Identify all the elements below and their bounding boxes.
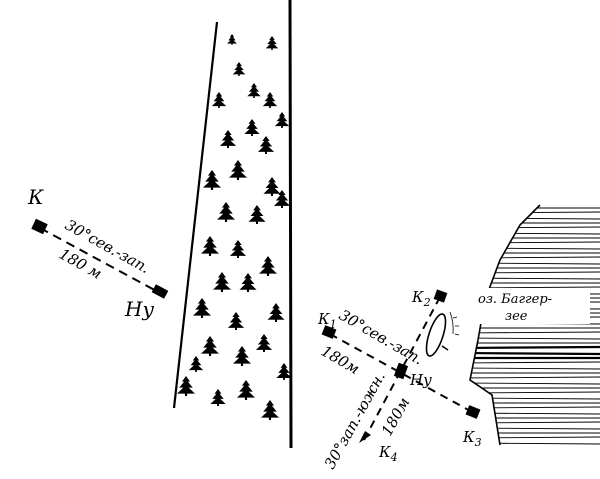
tree-icon <box>267 303 285 322</box>
tree-icon <box>201 236 219 256</box>
tree-icon <box>233 346 251 366</box>
k3-marker-icon <box>465 405 481 419</box>
tree-icon <box>255 334 273 352</box>
k3-label: К3 <box>462 428 482 449</box>
tree-icon <box>213 272 231 292</box>
tree-icon <box>244 119 260 136</box>
forest-strip <box>172 0 293 449</box>
tree-icon <box>232 62 246 76</box>
k4-label: К4 <box>378 443 398 464</box>
tree-icon <box>193 298 211 318</box>
lake-name-line2: зее <box>505 309 528 324</box>
k2-marker-icon <box>433 289 448 303</box>
left-k-label: К <box>27 185 44 209</box>
tree-icon <box>276 363 292 380</box>
tree-icon <box>237 380 255 400</box>
lake-shoreline <box>469 204 541 446</box>
left-nu-label: Ну <box>124 297 154 321</box>
lake-name-line1: оз. Баггер- <box>478 292 552 307</box>
right-nu-label: Ну <box>409 371 432 389</box>
tree-icon <box>263 177 281 196</box>
tree-icon <box>229 160 247 180</box>
hollow-feature <box>425 311 460 357</box>
tree-icon <box>203 170 221 190</box>
tree-icon <box>247 83 261 98</box>
tree-icon <box>188 356 204 372</box>
right-distance-se-label: 180м <box>378 394 414 439</box>
tree-icon <box>210 389 226 406</box>
forest-trees <box>177 34 292 420</box>
tree-icon <box>227 312 245 330</box>
left-route-line <box>39 227 161 294</box>
forest-left-boundary <box>172 21 219 409</box>
tree-icon <box>211 92 227 108</box>
lake-bagger-see: оз. Баггер- зее <box>469 204 600 446</box>
k2-label: К2 <box>411 288 431 309</box>
tree-icon <box>273 190 291 208</box>
right-nu-marker-icon <box>393 362 409 380</box>
tree-icon <box>261 400 279 420</box>
tree-icon <box>239 273 257 292</box>
tree-icon <box>257 136 275 154</box>
tree-icon <box>219 130 237 148</box>
k1-marker-icon <box>321 325 337 339</box>
tree-icon <box>248 205 266 224</box>
lake-label-background <box>474 288 590 324</box>
left-k-marker-icon <box>31 218 48 235</box>
k1-label: К1 <box>317 310 337 331</box>
tree-icon <box>274 112 290 128</box>
tree-icon <box>265 36 279 50</box>
tree-icon <box>217 202 235 222</box>
tree-icon <box>259 256 277 276</box>
forest-right-boundary <box>288 0 293 449</box>
tree-icon <box>262 92 278 108</box>
left-nu-marker-icon <box>151 284 169 299</box>
k4-marker-icon <box>359 431 371 443</box>
left-route-group: К Ну 30°сев.-зап. 180 м <box>27 185 169 321</box>
tree-icon <box>227 34 237 45</box>
tree-icon <box>177 376 195 396</box>
tree-icon <box>229 240 247 258</box>
right-route-group: К1 К2 К3 К4 Ну 30°сев.-зап. 180м 30°зап.… <box>317 288 482 472</box>
tree-icon <box>201 336 219 356</box>
